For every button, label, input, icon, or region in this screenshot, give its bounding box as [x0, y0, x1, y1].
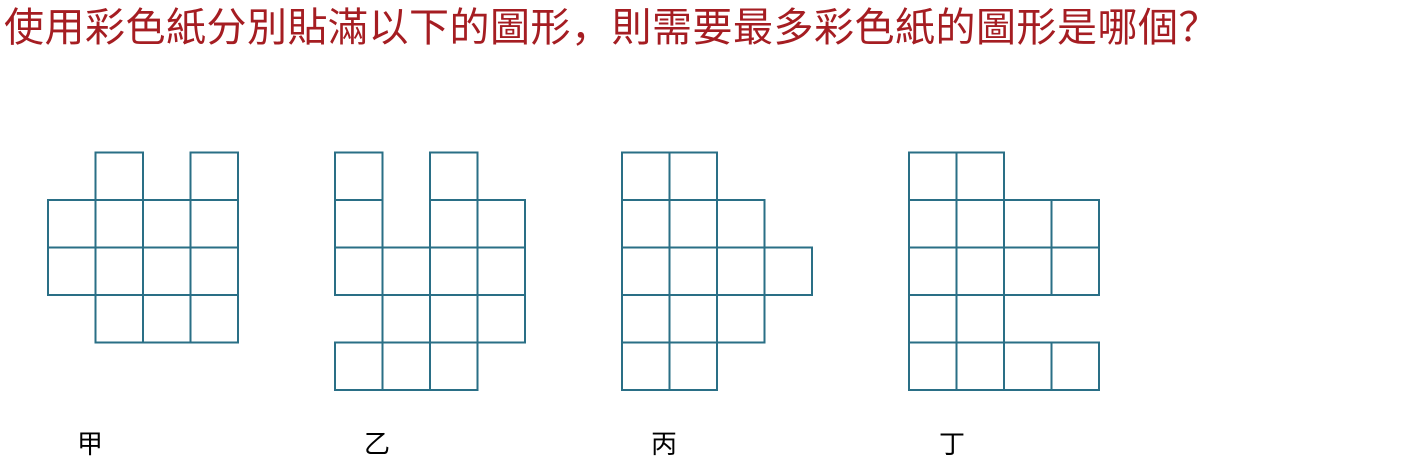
- grid-cell: [908, 294, 958, 344]
- grid-cell: [1050, 341, 1100, 391]
- grid-cell: [47, 199, 97, 249]
- grid-cell: [1050, 199, 1100, 249]
- grid-cell: [476, 294, 526, 344]
- grid-cell: [1050, 246, 1100, 296]
- figure-jia-grid: [47, 151, 239, 344]
- grid-cell: [334, 341, 384, 391]
- grid-cell: [908, 199, 958, 249]
- grid-cell: [955, 199, 1005, 249]
- grid-cell: [955, 341, 1005, 391]
- grid-cell: [429, 199, 479, 249]
- grid-cell: [189, 246, 239, 296]
- grid-cell: [908, 341, 958, 391]
- figure-bing-grid: [621, 151, 813, 391]
- grid-cell: [668, 199, 718, 249]
- grid-cell: [716, 246, 766, 296]
- grid-cell: [621, 199, 671, 249]
- figure-label-ding: 丁: [938, 430, 966, 460]
- grid-cell: [621, 294, 671, 344]
- grid-cell: [1003, 341, 1053, 391]
- grid-cell: [94, 199, 144, 249]
- grid-cell: [668, 294, 718, 344]
- grid-cell: [94, 151, 144, 201]
- grid-cell: [716, 294, 766, 344]
- grid-cell: [1003, 199, 1053, 249]
- figure-label-jia: 甲: [76, 430, 104, 460]
- grid-cell: [955, 294, 1005, 344]
- question-text: 使用彩色紙分別貼滿以下的圖形，則需要最多彩色紙的圖形是哪個？: [4, 5, 1219, 51]
- grid-cell: [908, 151, 958, 201]
- grid-cell: [381, 294, 431, 344]
- grid-cell: [955, 246, 1005, 296]
- grid-cell: [621, 246, 671, 296]
- grid-cell: [381, 341, 431, 391]
- grid-cell: [94, 246, 144, 296]
- grid-cell: [621, 151, 671, 201]
- grid-cell: [189, 151, 239, 201]
- grid-cell: [621, 341, 671, 391]
- grid-cell: [668, 246, 718, 296]
- grid-cell: [429, 294, 479, 344]
- grid-cell: [334, 151, 384, 201]
- grid-cell: [189, 199, 239, 249]
- grid-cell: [429, 341, 479, 391]
- grid-cell: [668, 151, 718, 201]
- figure-label-yi: 乙: [363, 430, 391, 460]
- grid-cell: [94, 294, 144, 344]
- grid-cell: [908, 246, 958, 296]
- grid-cell: [142, 246, 192, 296]
- grid-cell: [429, 151, 479, 201]
- figure-yi-grid: [334, 151, 526, 391]
- figure-ding-grid: [908, 151, 1100, 391]
- grid-cell: [1003, 246, 1053, 296]
- grid-cell: [334, 246, 384, 296]
- grid-cell: [476, 246, 526, 296]
- grid-cell: [142, 294, 192, 344]
- figure-label-bing: 丙: [650, 430, 678, 460]
- grid-cell: [189, 294, 239, 344]
- grid-cell: [142, 199, 192, 249]
- grid-cell: [955, 151, 1005, 201]
- grid-cell: [381, 246, 431, 296]
- grid-cell: [716, 199, 766, 249]
- grid-cell: [47, 246, 97, 296]
- grid-cell: [334, 199, 384, 249]
- grid-cell: [429, 246, 479, 296]
- grid-cell: [763, 246, 813, 296]
- grid-cell: [668, 341, 718, 391]
- grid-cell: [476, 199, 526, 249]
